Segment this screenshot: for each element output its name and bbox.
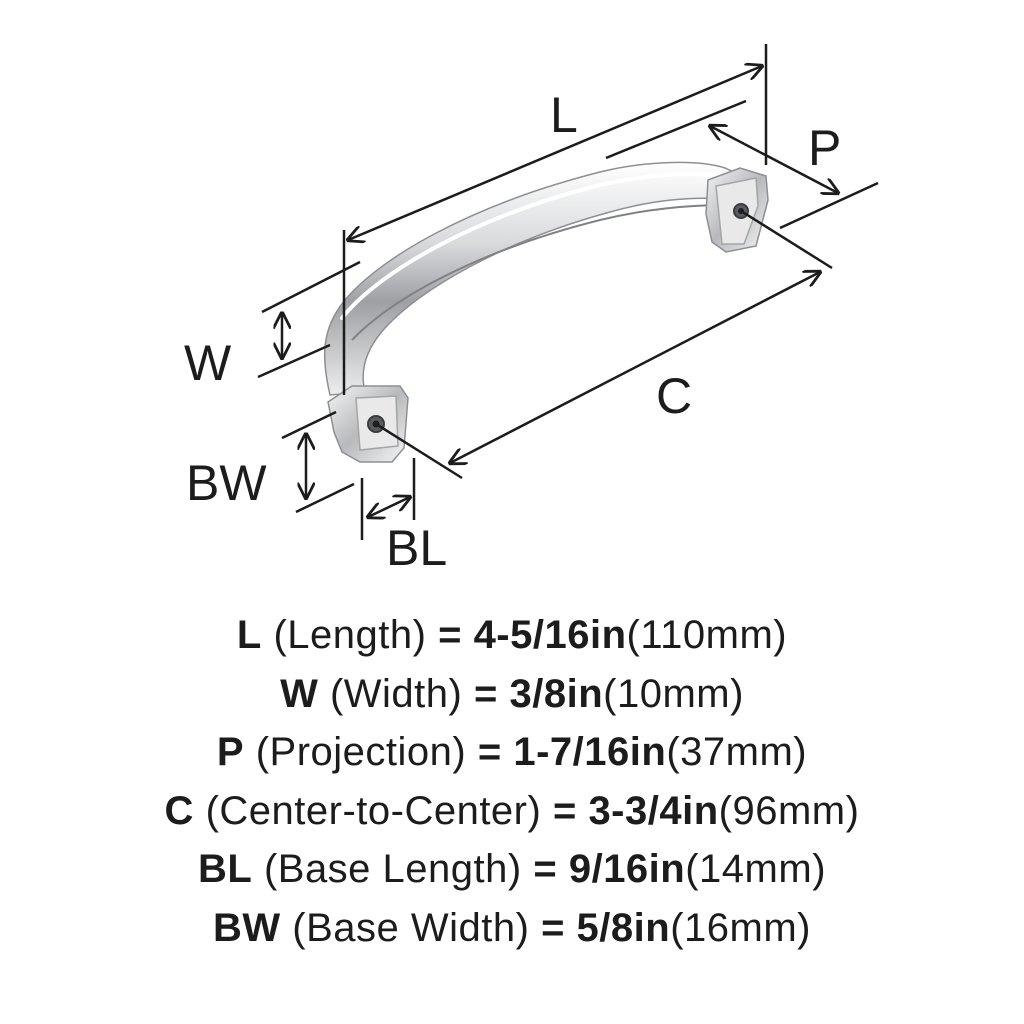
dimension-BL-arrow xyxy=(368,497,410,517)
spec-code: BW xyxy=(213,905,281,950)
label-BL: BL xyxy=(386,520,447,576)
spec-imperial: 3-3/4in xyxy=(588,788,719,833)
dimension-lines xyxy=(257,44,879,540)
spec-name: (Projection) xyxy=(255,730,467,774)
label-L: L xyxy=(550,87,578,143)
spec-imperial: 3/8in xyxy=(509,671,604,716)
spec-row-width: W (Width) = 3/8in(10mm) xyxy=(0,665,1024,724)
spec-code: P xyxy=(216,730,245,774)
spec-name: (Width) xyxy=(329,671,463,716)
spec-code: BL xyxy=(197,847,253,891)
spec-code: L xyxy=(236,613,262,657)
spec-equals: = xyxy=(552,788,577,833)
spec-row-base-length: BL (Base Length) = 9/16in(14mm) xyxy=(0,840,1024,899)
spec-metric: (14mm) xyxy=(685,847,827,891)
label-BW: BW xyxy=(186,455,267,511)
spec-equals: = xyxy=(438,613,462,657)
spec-imperial: 9/16in xyxy=(568,847,686,891)
specification-list: L (Length) = 4-5/16in(110mm) W (Width) =… xyxy=(0,606,1024,957)
spec-metric: (16mm) xyxy=(670,905,811,950)
dimension-L-arrow xyxy=(348,66,762,240)
spec-name: (Center-to-Center) xyxy=(205,788,542,833)
spec-equals: = xyxy=(477,730,502,774)
spec-equals: = xyxy=(473,671,498,716)
spec-row-length: L (Length) = 4-5/16in(110mm) xyxy=(0,606,1024,665)
spec-equals: = xyxy=(541,905,565,950)
spec-row-base-width: BW (Base Width) = 5/8in(16mm) xyxy=(0,899,1024,958)
spec-metric: (37mm) xyxy=(666,730,808,774)
spec-row-center-to-center: C (Center-to-Center) = 3-3/4in(96mm) xyxy=(0,782,1024,841)
spec-equals: = xyxy=(533,847,558,891)
spec-metric: (10mm) xyxy=(603,671,744,716)
spec-metric: (110mm) xyxy=(626,613,788,657)
spec-name: (Length) xyxy=(273,613,427,657)
spec-metric: (96mm) xyxy=(718,788,860,833)
spec-name: (Base Length) xyxy=(263,847,522,891)
label-C: C xyxy=(656,368,692,424)
spec-imperial: 1-7/16in xyxy=(513,730,667,774)
dimension-P-arrow xyxy=(710,126,838,193)
dimension-C-arrow xyxy=(450,272,820,463)
label-P: P xyxy=(808,120,841,176)
label-W: W xyxy=(184,335,232,391)
spec-code: C xyxy=(164,788,194,833)
cabinet-pull-image xyxy=(323,161,769,463)
spec-name: (Base Width) xyxy=(292,905,530,950)
spec-imperial: 4-5/16in xyxy=(473,613,627,657)
handle-dimension-diagram: L P W C BW BL xyxy=(184,44,879,576)
spec-code: W xyxy=(280,671,319,716)
spec-row-projection: P (Projection) = 1-7/16in(37mm) xyxy=(0,723,1024,782)
spec-imperial: 5/8in xyxy=(576,905,671,950)
